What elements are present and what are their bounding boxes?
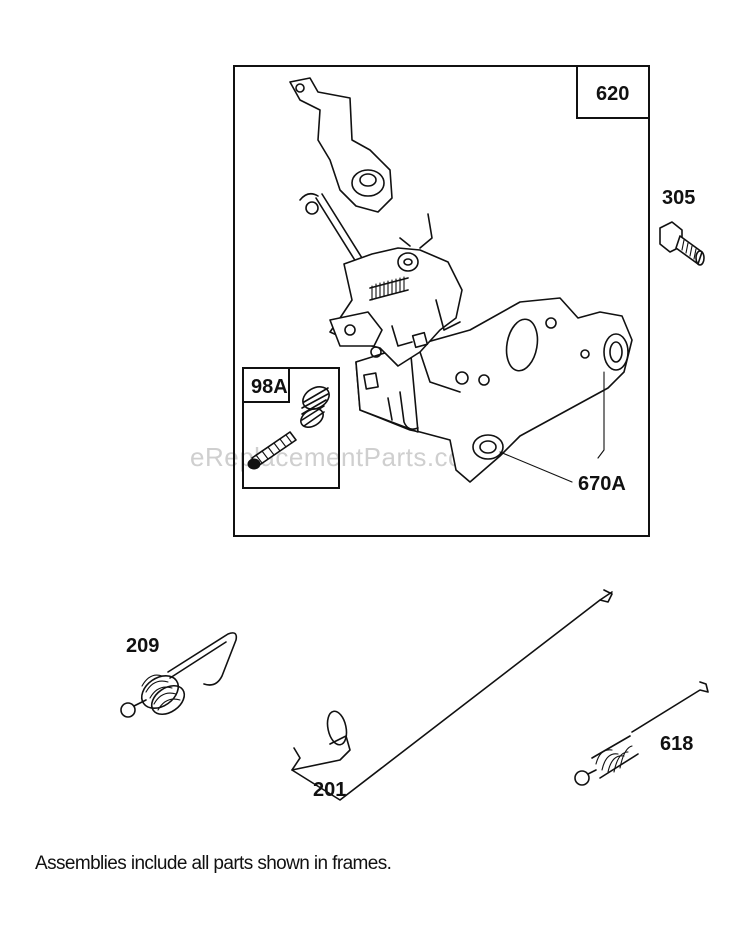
frame-label-box [576, 65, 650, 119]
frame-label-98a: 98A [251, 376, 288, 398]
part-label-201: 201 [313, 779, 346, 801]
governor-spring-icon [120, 632, 238, 718]
bolt-icon [659, 221, 705, 266]
inner-frame-border [242, 367, 340, 489]
part-label-670a: 670A [578, 473, 626, 495]
callout-line-670a [499, 451, 573, 483]
assembly-footnote: Assemblies include all parts shown in fr… [35, 853, 392, 874]
frame-label-620: 620 [596, 83, 629, 105]
assembly-frame-98a: 98A [242, 367, 340, 489]
watermark-text: eReplacementParts.com [190, 442, 485, 472]
assembly-frame-620: 620 [233, 65, 650, 537]
screw-and-spring-icon [247, 386, 330, 470]
callout-line-670a-upper [597, 371, 605, 459]
part-label-305: 305 [662, 187, 695, 209]
governor-link-rod-icon [291, 589, 613, 801]
control-bracket-assembly-icon [289, 77, 633, 483]
extension-spring-icon [574, 681, 709, 786]
inner-frame-label-box [242, 367, 290, 403]
part-label-209: 209 [126, 635, 159, 657]
frame-border [233, 65, 650, 537]
part-label-618: 618 [660, 733, 693, 755]
